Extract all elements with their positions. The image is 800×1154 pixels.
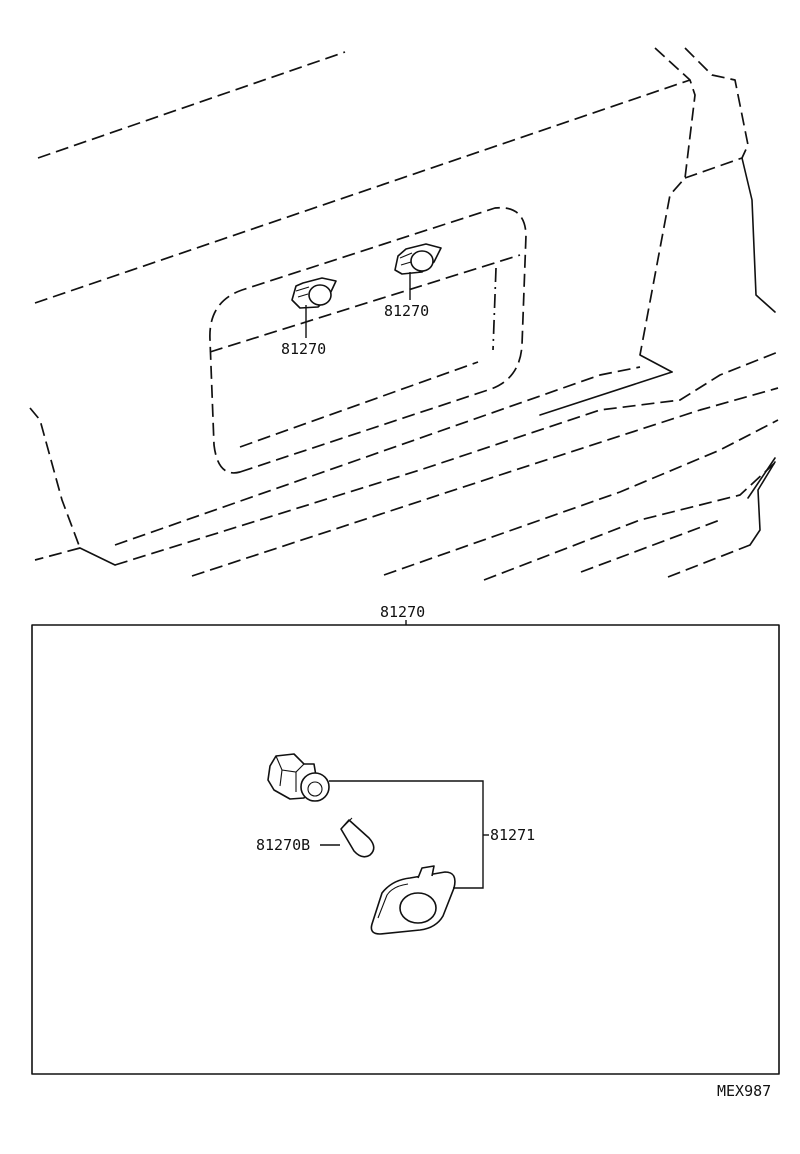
vehicle-rear-outline [29, 47, 779, 581]
assembly-frame [31, 624, 780, 1075]
lamp-lens-icon [370, 865, 456, 935]
diagram-code: MEX987 [717, 1082, 771, 1100]
lamp-socket-icon [267, 753, 330, 802]
license-lamp-right-icon [394, 243, 442, 275]
bulb-icon [340, 817, 375, 858]
callout-lens-socket: 81271 [490, 826, 535, 844]
callout-lamp-left: 81270 [281, 340, 326, 358]
license-lamp-left-icon [291, 277, 337, 309]
callout-assembly: 81270 [380, 603, 425, 621]
callout-lamp-right: 81270 [384, 302, 429, 320]
callout-bulb: 81270B [256, 836, 310, 854]
